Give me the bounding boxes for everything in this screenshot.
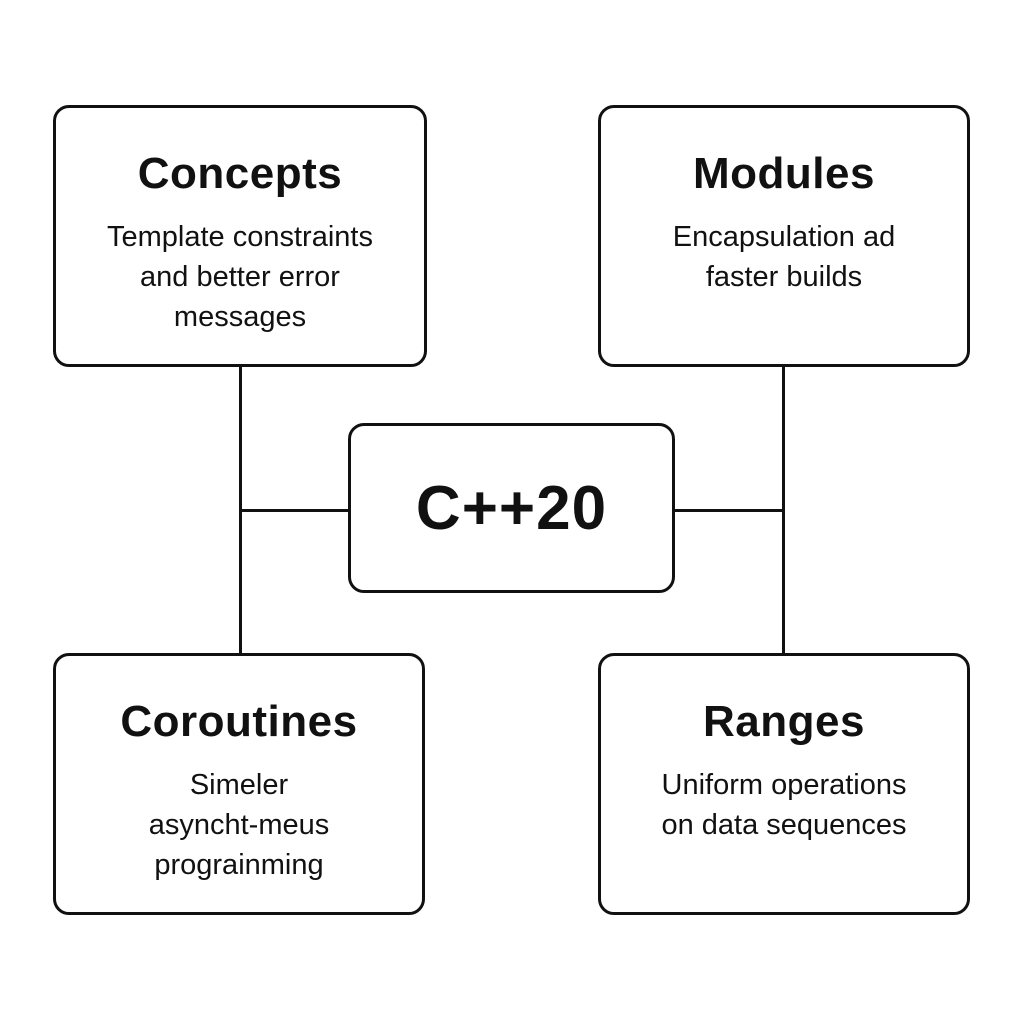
description-line: faster builds	[705, 260, 863, 293]
connector-left-to-center	[241, 509, 349, 512]
node-modules-title: Modules	[693, 149, 875, 198]
node-coroutines-title: Coroutines	[120, 697, 358, 746]
description-line: asyncht-meus	[148, 808, 330, 841]
node-coroutines-description: Simeler asyncht-meus prograinming	[56, 765, 422, 885]
connector-concepts-coroutines	[239, 367, 242, 653]
connector-center-to-right	[674, 509, 783, 512]
node-cpp20: C++20	[348, 423, 675, 593]
node-modules-description: Encapsulation ad faster builds	[601, 217, 967, 297]
node-concepts: Concepts Template constraints and better…	[53, 105, 427, 367]
connector-modules-ranges	[782, 367, 785, 653]
node-concepts-title: Concepts	[137, 149, 343, 198]
description-line: Encapsulation ad	[672, 220, 896, 253]
node-cpp20-title: C++20	[415, 473, 608, 543]
node-ranges: Ranges Uniform operations on data sequen…	[598, 653, 970, 915]
description-line: Template constraints	[107, 220, 373, 253]
node-concepts-description: Template constraints and better error me…	[56, 217, 424, 337]
node-coroutines: Coroutines Simeler asyncht-meus prograin…	[53, 653, 425, 915]
description-line: and better error	[140, 260, 340, 293]
description-line: prograinming	[154, 848, 324, 881]
node-ranges-title: Ranges	[703, 697, 865, 746]
node-ranges-description: Uniform operations on data sequences	[601, 765, 967, 845]
description-line: Simeler	[189, 768, 289, 801]
description-line: messages	[173, 300, 307, 333]
description-line: on data sequences	[661, 808, 907, 841]
description-line: Uniform operations	[661, 768, 907, 801]
node-modules: Modules Encapsulation ad faster builds	[598, 105, 970, 367]
